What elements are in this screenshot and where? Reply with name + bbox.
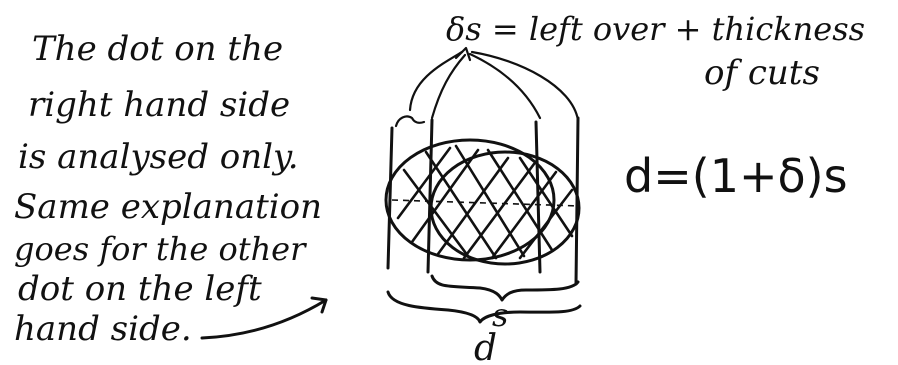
note-line-5: goes for the other xyxy=(14,230,307,268)
brace-d: d xyxy=(388,292,580,365)
note-line-3: is analysed only. xyxy=(18,137,299,177)
explanation-note: The dot on the right hand side is analys… xyxy=(14,29,322,349)
header-line-2: of cuts xyxy=(704,53,820,93)
note-line-4: Same explanation xyxy=(14,187,322,227)
header-line-1: δs = left over + thickness xyxy=(446,10,865,48)
formula: d=(1+δ)s xyxy=(624,149,848,203)
note-line-7: hand side. xyxy=(14,309,192,349)
convergence-arrows xyxy=(396,48,578,126)
header-annotation: δs = left over + thickness of cuts xyxy=(446,10,865,93)
label-d: d xyxy=(474,328,497,365)
brace-s: s xyxy=(432,276,578,334)
note-line-1: The dot on the xyxy=(32,29,283,69)
note-line-2: right hand side xyxy=(28,85,290,125)
note-line-6: dot on the left xyxy=(18,269,262,309)
overlap-ellipses xyxy=(386,140,580,264)
